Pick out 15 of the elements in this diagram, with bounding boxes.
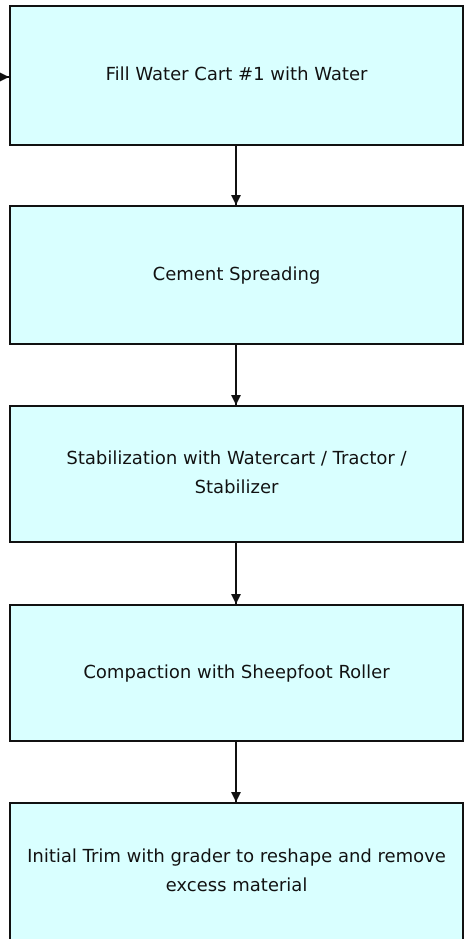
arrow (231, 345, 241, 405)
arrow (0, 72, 9, 82)
process-box (9, 604, 464, 742)
step-text: Initial Trim with grader to reshape and remove excess material (26, 845, 447, 898)
step-text: Cement Spreading (152, 262, 320, 287)
process-box (9, 5, 464, 146)
process-box (9, 205, 464, 345)
process-box (9, 405, 464, 543)
process-box (9, 802, 464, 939)
step-text: Compaction with Sheepfoot Roller (83, 660, 390, 685)
step-text: Stabilization with Watercart / Tractor / Stabilizer (65, 447, 408, 500)
arrow (231, 146, 241, 205)
step-text: Fill Water Cart #1 with Water (106, 63, 368, 88)
arrow (231, 543, 241, 604)
arrow (231, 742, 241, 802)
